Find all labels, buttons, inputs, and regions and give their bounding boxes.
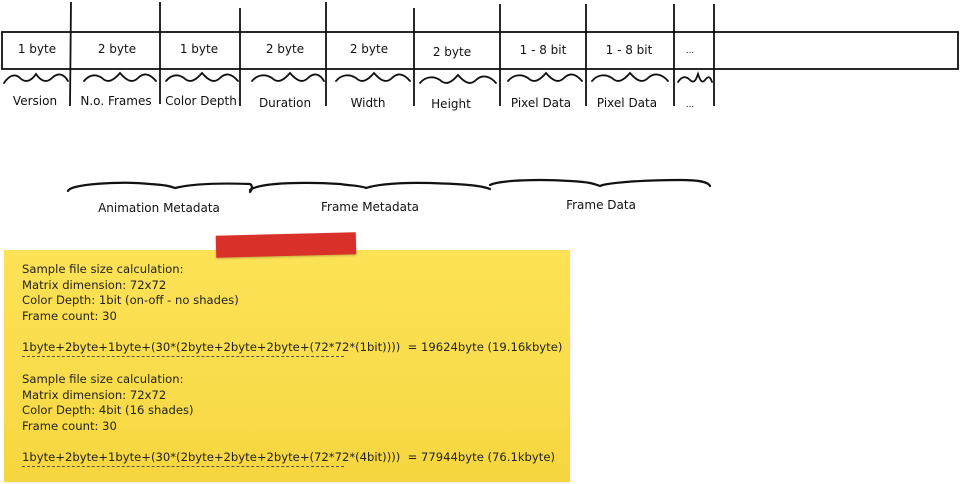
calc-formula: 1byte+2byte+1byte+(30*(2byte+2byte+2byte… xyxy=(22,339,563,354)
dashed-divider xyxy=(22,356,344,357)
group-labels: Animation Metadata Frame Metadata Frame … xyxy=(98,198,636,215)
field-size-pixel-data-1: 1 - 8 bit xyxy=(520,43,567,57)
field-size-pixel-data-2: 1 - 8 bit xyxy=(606,43,653,57)
field-separators xyxy=(69,1,715,107)
field-size-frames: 2 byte xyxy=(98,42,136,56)
field-label-width: Width xyxy=(351,96,386,110)
calculation-block-4bit: Sample file size calculation: Matrix dim… xyxy=(22,372,555,467)
file-format-diagram: 1 byte 2 byte 1 byte 2 byte 2 byte 2 byt… xyxy=(1,1,959,215)
calc-matrix: Matrix dimension: 72x72 xyxy=(22,277,167,292)
field-sizes: 1 byte 2 byte 1 byte 2 byte 2 byte 2 byt… xyxy=(18,42,694,59)
byte-row-box xyxy=(1,31,959,70)
field-size-duration: 2 byte xyxy=(266,42,304,56)
red-tape-strip xyxy=(215,232,357,258)
calc-heading: Sample file size calculation: xyxy=(22,262,184,276)
dashed-divider xyxy=(22,466,344,467)
field-label-more: ... xyxy=(686,100,695,110)
sticky-note: Sample file size calculation: Matrix dim… xyxy=(4,250,570,482)
calculation-block-1bit: Sample file size calculation: Matrix dim… xyxy=(22,262,562,357)
group-label-frame-data: Frame Data xyxy=(566,198,636,212)
field-size-color-depth: 1 byte xyxy=(180,42,218,56)
calc-frame-count: Frame count: 30 xyxy=(22,308,117,323)
field-labels: Version N.o. Frames Color Depth Duration… xyxy=(13,94,694,111)
field-braces xyxy=(3,71,713,84)
field-label-height: Height xyxy=(431,97,471,111)
field-label-version: Version xyxy=(13,94,57,108)
calc-frame-count: Frame count: 30 xyxy=(22,418,117,433)
group-label-animation-metadata: Animation Metadata xyxy=(98,201,220,215)
group-braces xyxy=(66,178,712,194)
field-size-height: 2 byte xyxy=(433,45,471,59)
field-size-width: 2 byte xyxy=(350,42,388,56)
field-label-color-depth: Color Depth xyxy=(165,94,237,108)
calc-formula: 1byte+2byte+1byte+(30*(2byte+2byte+2byte… xyxy=(22,449,555,464)
calc-heading: Sample file size calculation: xyxy=(22,372,184,386)
field-label-frames: N.o. Frames xyxy=(80,94,151,108)
calc-color-depth: Color Depth: 1bit (on-off - no shades) xyxy=(22,293,239,307)
field-label-duration: Duration xyxy=(259,96,311,110)
group-label-frame-metadata: Frame Metadata xyxy=(321,200,419,214)
calc-matrix: Matrix dimension: 72x72 xyxy=(22,387,167,402)
calc-color-depth: Color Depth: 4bit (16 shades) xyxy=(22,403,194,417)
field-size-version: 1 byte xyxy=(18,42,56,56)
field-label-pixel-data-2: Pixel Data xyxy=(597,96,657,110)
field-label-pixel-data-1: Pixel Data xyxy=(511,96,571,110)
field-size-more: ... xyxy=(686,46,695,56)
